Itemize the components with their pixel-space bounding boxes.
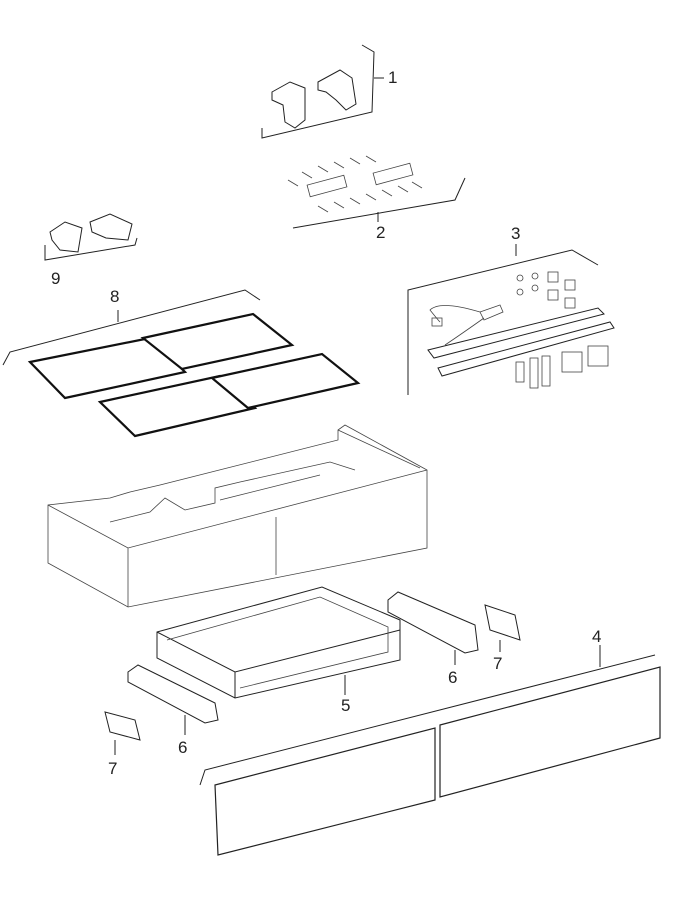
callout-2: 2 [376, 223, 386, 242]
part-7-caps [104, 604, 521, 755]
part-2-fixings [287, 155, 466, 229]
callout-9: 9 [51, 269, 61, 288]
callout-3: 3 [511, 224, 521, 243]
part-6-runners [127, 591, 479, 735]
part-3-lighting-kit [407, 244, 615, 395]
callout-8: 8 [110, 287, 120, 306]
part-1-hinges [261, 44, 384, 139]
part-8-mats [2, 289, 361, 438]
part-9-brackets [44, 213, 138, 261]
cabinet-body [47, 424, 428, 608]
callout-1: 1 [388, 68, 398, 87]
callout-6-left: 6 [178, 738, 188, 757]
callout-7-left: 7 [108, 759, 118, 778]
callout-6-right: 6 [448, 668, 458, 687]
callout-7-right: 7 [493, 654, 503, 673]
part-5-drawer [156, 586, 401, 699]
part-4-fronts [199, 645, 661, 856]
callout-5: 5 [341, 696, 351, 715]
callout-4: 4 [592, 627, 602, 646]
